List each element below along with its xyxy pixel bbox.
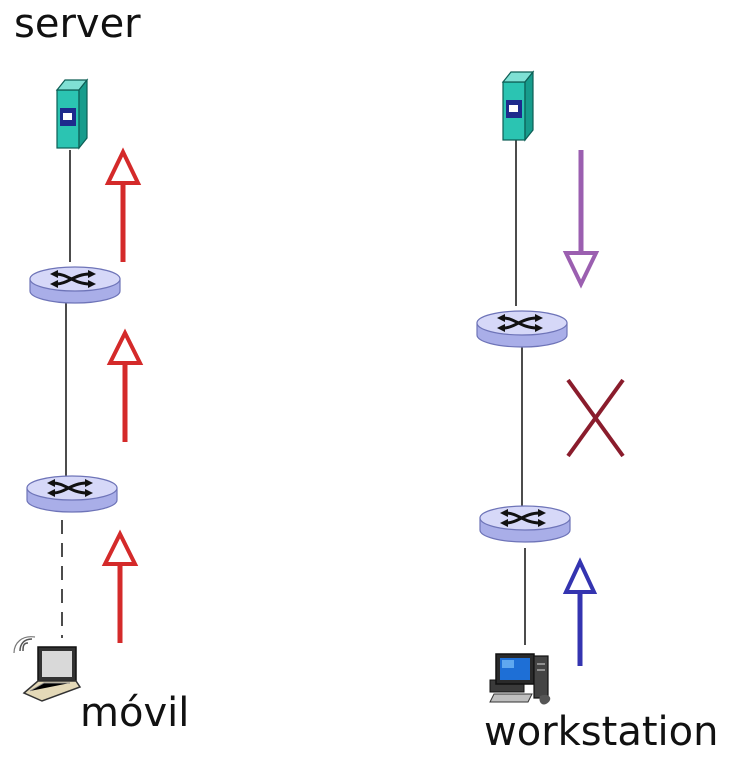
workstation-icon — [489, 653, 551, 705]
upstream-arrow-local — [562, 557, 598, 666]
server-label: server — [14, 1, 141, 47]
server-icon — [502, 71, 534, 141]
upstream-arrow — [101, 529, 139, 643]
workstation-label: workstation — [484, 709, 719, 755]
downstream-arrow — [562, 150, 600, 289]
router-icon — [28, 265, 122, 305]
server-icon — [56, 79, 88, 149]
failure-x-icon — [566, 378, 625, 458]
router-icon — [25, 474, 119, 514]
router-icon — [478, 504, 572, 544]
laptop-icon — [13, 636, 82, 702]
router-icon — [475, 309, 569, 349]
mobile-label: móvil — [80, 690, 190, 736]
upstream-arrow — [106, 328, 144, 442]
upstream-arrow — [104, 147, 142, 262]
